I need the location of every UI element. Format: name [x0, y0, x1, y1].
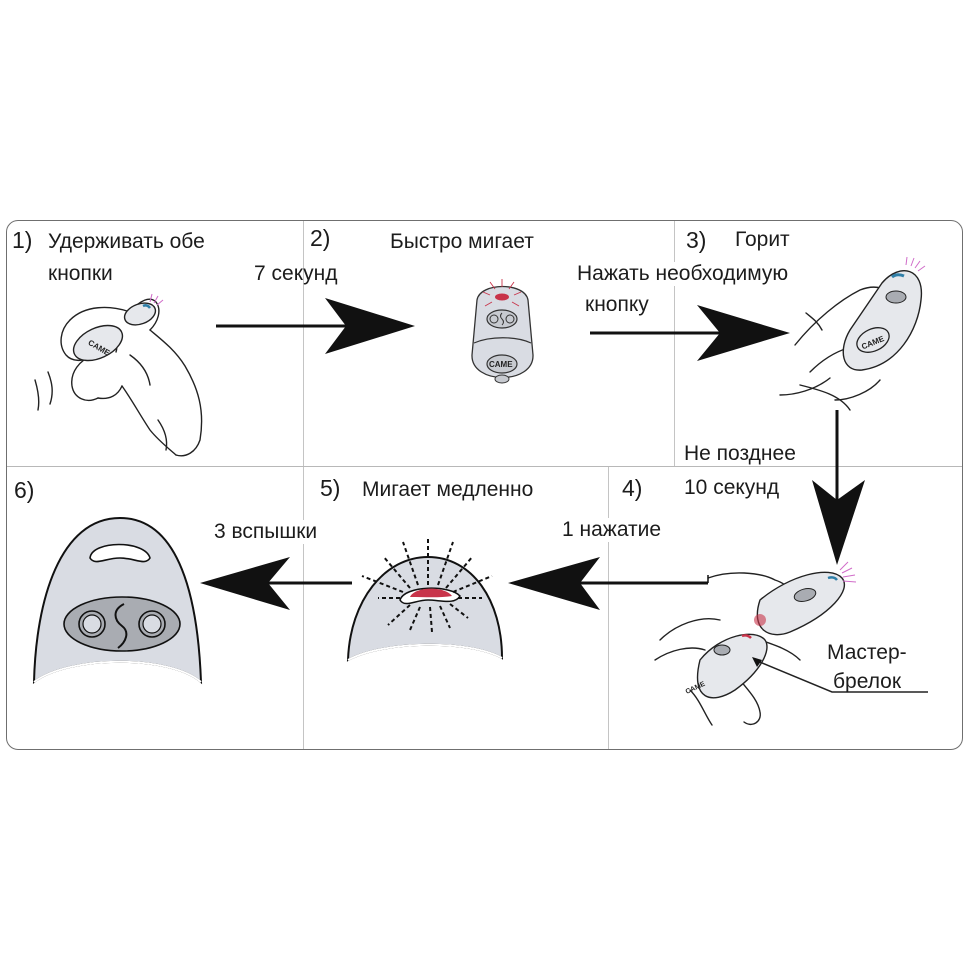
remote-upper-panel4: [754, 561, 857, 636]
arrow-step3-to-step4: [812, 410, 865, 565]
step-5-number: 5): [320, 475, 341, 501]
divider-col2-top: [674, 221, 675, 466]
transition-press-button-line2: кнопку: [583, 293, 651, 317]
step-4-number: 4): [622, 475, 643, 501]
led-glow-icon: [149, 293, 164, 306]
step-6-number: 6): [14, 477, 35, 503]
step-2-number: 2): [310, 225, 331, 251]
master-fob-pointer: [752, 657, 928, 693]
step-3-number: 3): [686, 227, 707, 253]
step-1-title: Удерживать обе: [48, 230, 205, 253]
step-3-title: Горит: [735, 228, 790, 251]
slow-blink-rays-icon: [361, 538, 493, 633]
instruction-frame: [6, 220, 963, 750]
transition-one-press: 1 нажатие: [560, 518, 664, 542]
remote-brand-label: CAME: [489, 360, 513, 369]
transition-not-later-line2: 10 секунд: [684, 476, 780, 499]
step-1-title-line2: кнопки: [48, 262, 113, 285]
led-glow-icon: [905, 256, 926, 272]
divider-row: [7, 466, 962, 467]
arrow-step4-to-step5: [508, 557, 709, 610]
hand-holding-two-buttons-illustration: [34, 298, 203, 457]
divider-col2-bottom: [608, 466, 609, 749]
arrow-step2-to-step3: [590, 305, 790, 361]
step-5-title: Мигает медленно: [362, 478, 534, 501]
divider-col1: [303, 221, 304, 749]
master-fob-label-line1: Мастер-: [827, 641, 907, 664]
transition-press-button-line1: Нажать необходимую: [575, 262, 791, 286]
fast-blink-rays-icon: [482, 279, 522, 307]
arrow-step5-to-step6: [200, 557, 352, 610]
remote-in-hand-panel3: CAME: [842, 256, 926, 371]
transition-three-flashes: 3 вспышки: [212, 520, 320, 544]
remote-slow-blink-illustration: [346, 538, 504, 662]
remote-in-hand-panel1: CAME: [72, 293, 164, 362]
transition-7-seconds: 7 секунд: [254, 262, 338, 285]
master-fob-label-line2: брелок: [833, 670, 902, 693]
step-2-title: Быстро мигает: [390, 230, 534, 253]
step-1-number: 1): [12, 227, 33, 253]
remote-fast-blink-illustration: CAME: [471, 279, 534, 384]
master-fob-remote: CAME: [685, 633, 768, 699]
led-glow-icon: [839, 561, 857, 583]
transition-not-later-line1: Не позднее: [684, 442, 796, 465]
remote-three-flashes-illustration: [32, 516, 203, 685]
arrow-step1-to-step2: [216, 298, 415, 354]
